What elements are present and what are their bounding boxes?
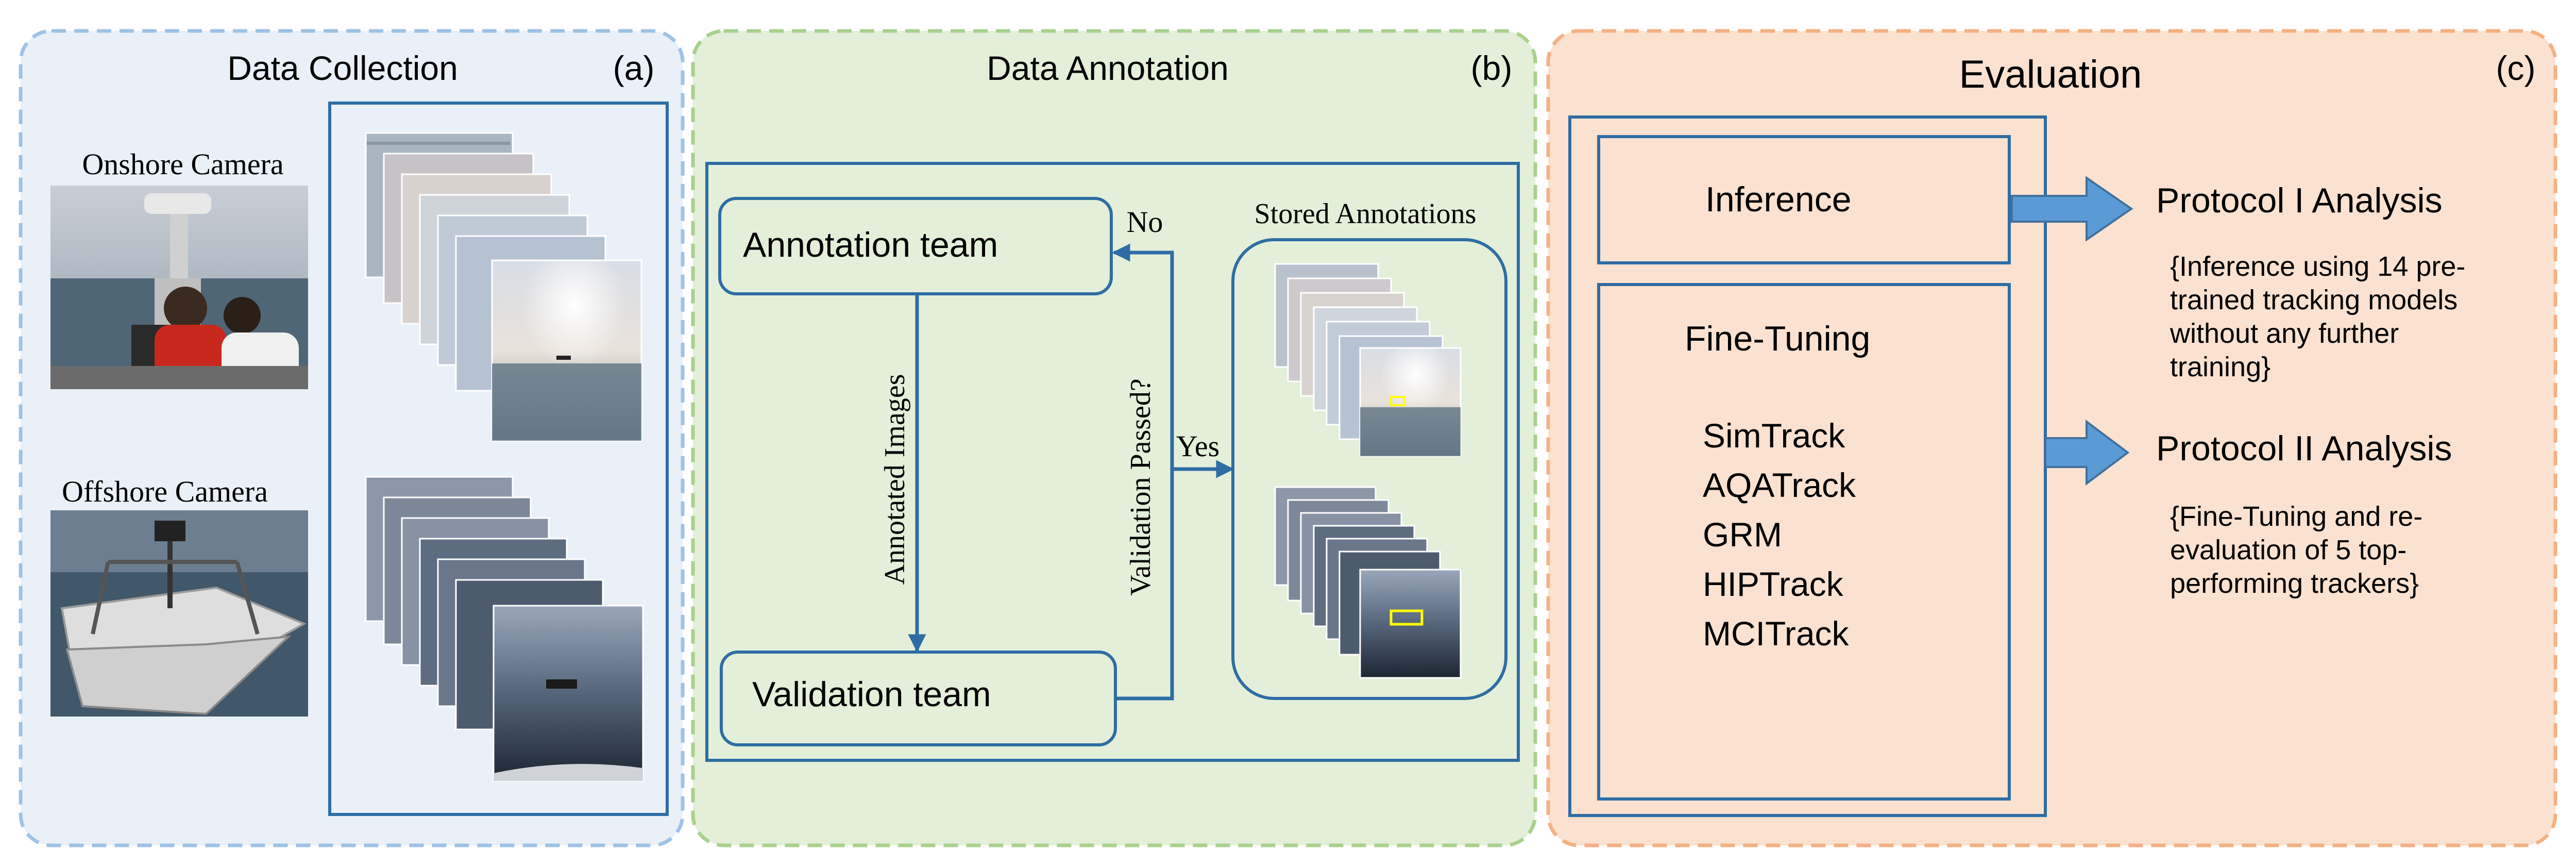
- protocol-2-desc-line: {Fine-Tuning and re-: [2170, 501, 2422, 532]
- protocol-1-desc-line: trained tracking models: [2170, 285, 2458, 315]
- panel-c-tag: (c): [2496, 49, 2536, 87]
- panel-c-title: Evaluation: [1959, 53, 2142, 96]
- raw-images-frame: [328, 102, 669, 816]
- stored-annotations-label: Stored Annotations: [1255, 198, 1477, 230]
- tracker-item: HIPTrack: [1703, 565, 1844, 603]
- onshore-image-stack: [365, 132, 642, 442]
- panel-b-tag: (b): [1471, 49, 1513, 87]
- bounding-box: [1389, 609, 1423, 626]
- offshore-camera-label: Offshore Camera: [62, 475, 268, 508]
- panel-b-title: Data Annotation: [987, 49, 1229, 87]
- protocol-1-desc-line: {Inference using 14 pre-: [2170, 251, 2465, 282]
- protocol-1-description: {Inference using 14 pre- trained trackin…: [2170, 251, 2465, 382]
- annotated-offshore-stack: [1274, 486, 1462, 679]
- annotated-onshore-stack: [1274, 263, 1462, 457]
- tracker-item: GRM: [1703, 515, 1782, 554]
- protocol-2-desc-line: evaluation of 5 top-: [2170, 535, 2406, 565]
- offshore-camera-photo: [50, 510, 308, 717]
- panel-a-tag: (a): [613, 49, 655, 87]
- protocol-1-desc-line: without any further: [2170, 318, 2399, 349]
- offshore-image-stack: [365, 476, 644, 782]
- annotated-images-label: Annotated Images: [879, 374, 911, 585]
- panel-data-annotation: Data Annotation (b) Annotation team Vali…: [691, 29, 1537, 847]
- protocol-1-arrow: [2011, 176, 2133, 242]
- fine-tuning-box: [1597, 283, 2011, 801]
- panel-a-title: Data Collection: [227, 49, 458, 87]
- protocol-1-desc-line: training}: [2170, 352, 2270, 382]
- tracker-item: MCITrack: [1703, 614, 1850, 653]
- tracker-item: AQATrack: [1703, 466, 1856, 504]
- validation-feedback-arrow: [1112, 243, 1174, 701]
- protocol-2-title: Protocol II Analysis: [2156, 429, 2452, 468]
- inference-box: [1597, 135, 2011, 264]
- no-label: No: [1127, 205, 1163, 239]
- tracker-list: SimTrack AQATrack GRM HIPTrack MCITrack: [1703, 417, 1856, 653]
- onshore-camera-label: Onshore Camera: [82, 147, 283, 181]
- protocol-2-desc-line: performing trackers}: [2170, 568, 2419, 599]
- bounding-box: [1390, 396, 1405, 406]
- panel-evaluation: Evaluation (c) Inference Fine-Tuning Sim…: [1546, 29, 2557, 847]
- panel-data-collection: Data Collection (a) Onshore Camera Offsh…: [19, 29, 685, 847]
- protocol-2-description: {Fine-Tuning and re- evaluation of 5 top…: [2170, 501, 2422, 599]
- annotation-workflow-frame: [705, 162, 1520, 762]
- yes-label: Yes: [1176, 429, 1219, 463]
- inference-label: Inference: [1705, 180, 1852, 219]
- validation-team-label: Validation team: [752, 675, 991, 714]
- annotation-team-label: Annotation team: [743, 225, 998, 264]
- tracker-item: SimTrack: [1703, 417, 1845, 455]
- validation-passed-label: Validation Passed?: [1125, 378, 1157, 595]
- protocol-2-arrow: [2044, 420, 2130, 486]
- onshore-camera-photo: [50, 186, 308, 389]
- fine-tuning-label: Fine-Tuning: [1685, 319, 1870, 358]
- protocol-1-title: Protocol I Analysis: [2156, 181, 2443, 220]
